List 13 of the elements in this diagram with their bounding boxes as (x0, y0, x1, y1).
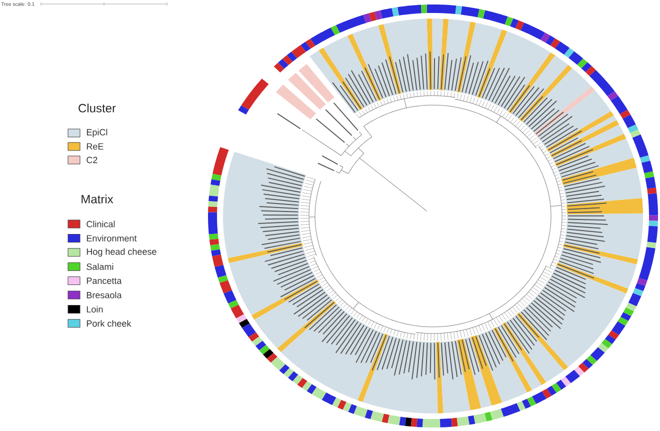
legend-label: EpiCl (86, 128, 108, 138)
legend-heading: Matrix (82, 194, 114, 204)
legend-label: Environment (86, 234, 137, 242)
legend-label: Pancetta (86, 278, 122, 284)
legend-label: Clinical (86, 220, 115, 228)
legend-label: Bresaola (86, 292, 122, 298)
legend-label: Loin (86, 306, 103, 312)
legend-label: Hog head cheese (86, 248, 156, 257)
legend-label: ReE (86, 143, 104, 150)
legend-label: C2 (86, 156, 98, 164)
legend-heading: Cluster (78, 104, 116, 112)
legend-label: Salami (86, 263, 114, 270)
legend-label: Pork cheek (86, 320, 132, 327)
